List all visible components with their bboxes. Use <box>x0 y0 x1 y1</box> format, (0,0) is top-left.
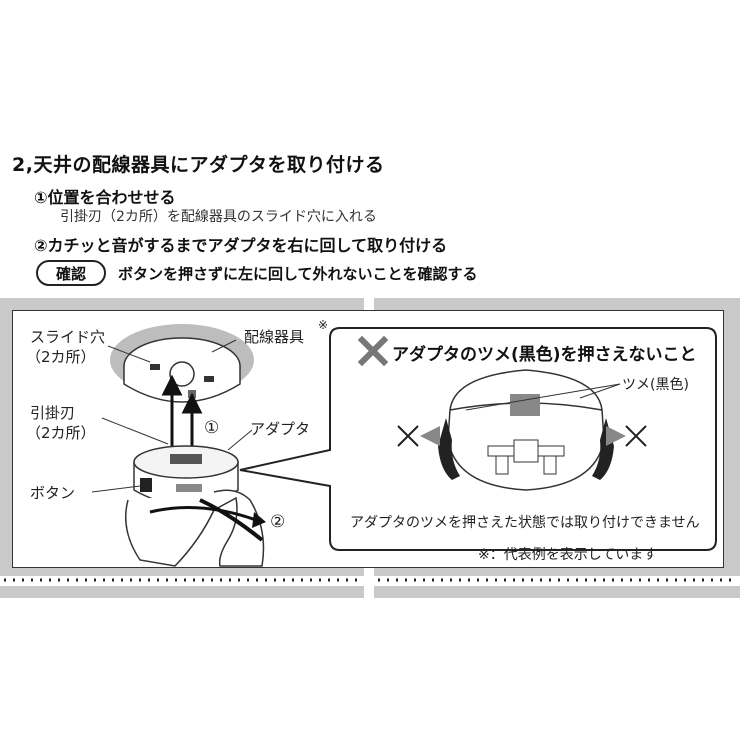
confirm-badge: 確認 <box>36 260 106 286</box>
press-x-right-icon <box>625 425 647 447</box>
confirm-text: ボタンを押さずに左に回して外れないことを確認する <box>118 265 478 283</box>
footnote: ※：代表例を表示しています <box>478 547 658 563</box>
press-arrow-left <box>420 426 440 446</box>
step-1-detail: 引掛刃（2カ所）を配線器具のスライド穴に入れる <box>60 209 377 225</box>
label-fixture-mark: ※ <box>318 318 329 332</box>
section-heading: 2,天井の配線器具にアダプタを取り付ける <box>12 154 385 176</box>
press-arrow-right <box>606 426 626 446</box>
insert-arrows <box>161 374 203 450</box>
hand-graphic <box>125 489 265 567</box>
label-step-2: ② <box>270 512 286 532</box>
press-x-left-icon <box>397 425 419 447</box>
adapter-claw-graphic <box>438 369 614 491</box>
dotted-line <box>4 578 738 582</box>
label-slide-hole-count: （2カ所） <box>26 348 96 366</box>
step-1-label: ①位置を合わせせる <box>34 188 176 207</box>
label-slide-hole: スライド穴 <box>30 328 106 346</box>
label-claw: ツメ(黒色) <box>622 377 689 393</box>
label-adapter: アダプタ <box>250 420 311 438</box>
callout-caption: アダプタのツメを押さえた状態では取り付けできません <box>350 515 700 531</box>
label-blade: 引掛刃 <box>30 404 76 422</box>
callout-title: アダプタのツメ(黒色)を押さえないこと <box>392 345 697 365</box>
wiring-fixture-graphic <box>110 324 254 403</box>
adapter-graphic <box>133 445 239 506</box>
step-2-label: ②カチッと音がするまでアダプタを右に回して取り付ける <box>34 236 448 255</box>
label-blade-count: （2カ所） <box>26 424 96 442</box>
label-fixture: 配線器具 <box>244 328 305 346</box>
label-button: ボタン <box>30 484 76 502</box>
prohibit-x-icon <box>357 335 389 367</box>
label-step-1: ① <box>204 418 220 438</box>
dotted-separator <box>0 576 740 586</box>
rotate-arrow <box>149 506 257 522</box>
